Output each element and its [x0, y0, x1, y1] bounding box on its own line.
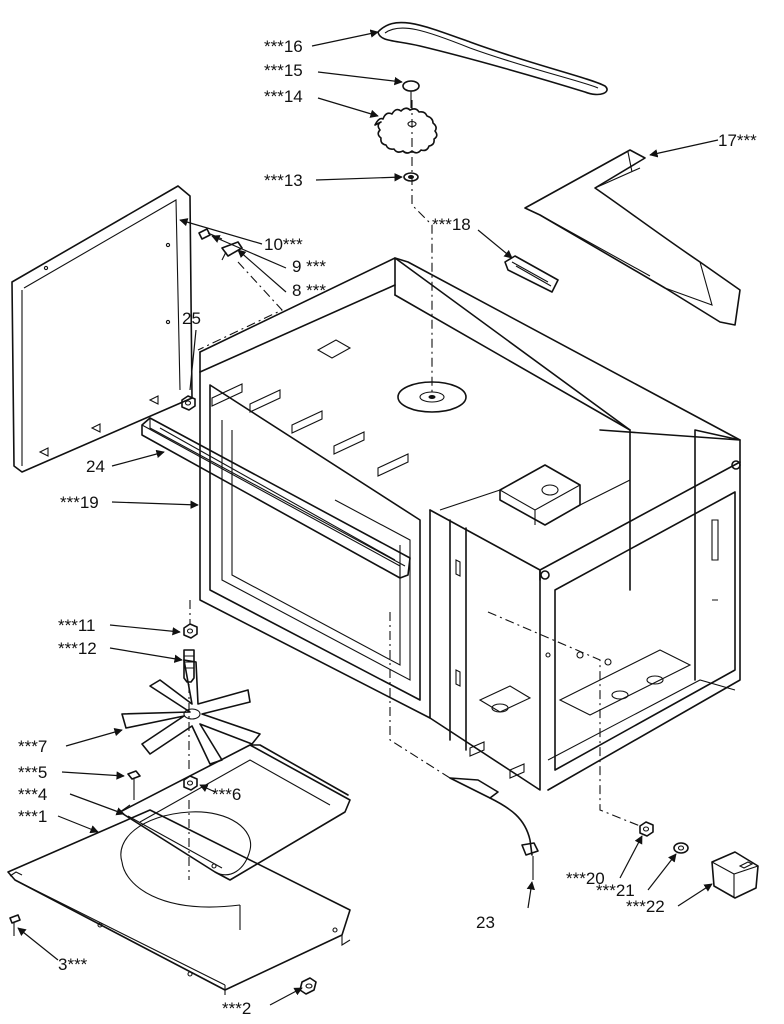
part-7-fan: [121, 659, 261, 765]
part-4-shroud: [119, 744, 351, 930]
part-24-bar: [141, 417, 411, 579]
part-9-screw: [198, 228, 223, 240]
callout-19: ***19: [60, 493, 99, 512]
callout-15: ***15: [264, 61, 303, 80]
cabinet: [199, 257, 741, 791]
callout-1: ***1: [18, 807, 47, 826]
callout-14: ***14: [264, 87, 303, 106]
part-23-sensor: [449, 777, 539, 880]
callout-22: ***22: [626, 897, 665, 916]
callout-16: ***16: [264, 37, 303, 56]
callout-9: 9 ***: [292, 257, 326, 276]
part-11-nut: [183, 623, 198, 639]
leader-lines: [17, 29, 719, 1006]
callout-13: ***13: [264, 171, 303, 190]
callout-25: 25: [182, 309, 201, 328]
callout-23: 23: [476, 913, 495, 932]
callout-labels: ***16 ***15 ***14 ***13 17*** ***18 10**…: [18, 37, 757, 1018]
part-2-screw: [299, 977, 317, 995]
callout-5: ***5: [18, 763, 47, 782]
callout-17: 17***: [718, 131, 757, 150]
callout-4: ***4: [18, 785, 47, 804]
callout-21: ***21: [596, 881, 635, 900]
part-17-bracket: [524, 149, 741, 326]
part-5-screw: [127, 770, 141, 800]
callout-3: 3***: [58, 955, 88, 974]
part-15-clip: [402, 80, 420, 108]
callout-10: 10***: [264, 235, 303, 254]
part-18-filter: [504, 255, 559, 293]
callout-11: ***11: [58, 616, 96, 635]
part-22-switch: [711, 851, 759, 899]
callout-24: 24: [86, 457, 105, 476]
part-21-washer: [673, 842, 689, 854]
callout-12: ***12: [58, 639, 97, 658]
callout-8: 8 ***: [292, 281, 326, 300]
callout-20: ***20: [566, 869, 605, 888]
part-8-clip: [221, 241, 243, 261]
callout-2: ***2: [222, 999, 251, 1018]
part-13-washer: [403, 172, 419, 182]
part-3-screw: [9, 914, 21, 936]
part-10-side-panel: [11, 185, 193, 473]
callout-6: ***6: [212, 785, 241, 804]
part-25-nut: [181, 395, 196, 411]
part-14-pulley: [374, 107, 438, 154]
part-20-nut: [639, 821, 654, 837]
part-16-belt: [377, 21, 608, 96]
part-1-base-plate: [7, 809, 351, 995]
callout-18: ***18: [432, 215, 471, 234]
callout-7: ***7: [18, 737, 47, 756]
